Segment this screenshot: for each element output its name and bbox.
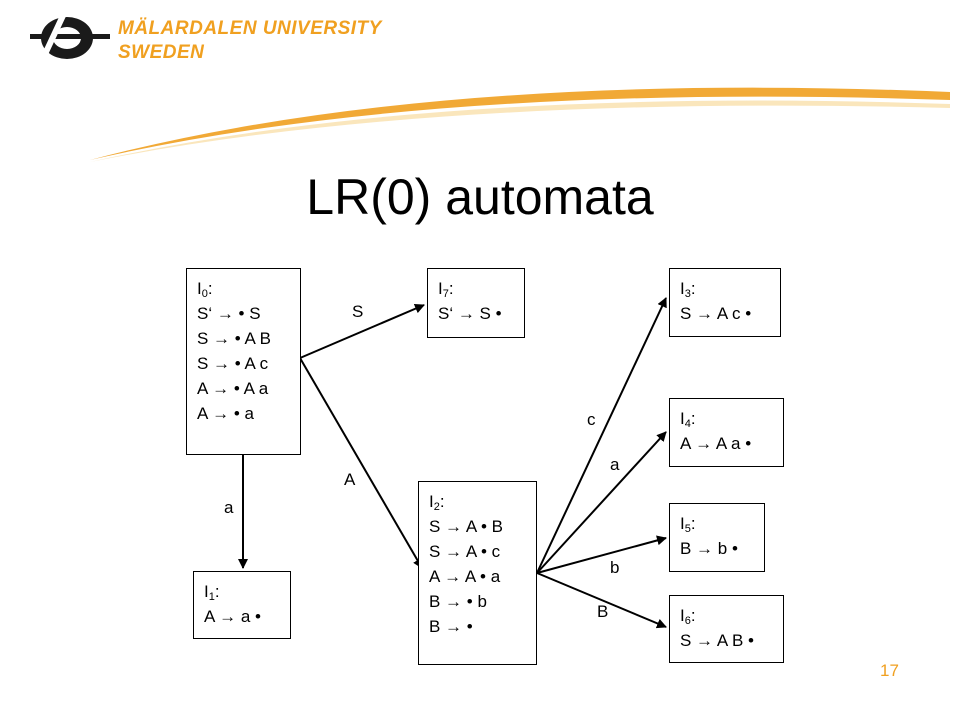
state-i5: I5: B → b •	[669, 503, 765, 572]
item: S → A B •	[680, 631, 754, 650]
state-title: I3:	[680, 279, 696, 300]
university-country: SWEDEN	[118, 42, 205, 63]
state-i0: I0: S‘ → • S S → • A B S → • A c A → • A…	[186, 268, 301, 455]
state-i4: I4: A → A a •	[669, 398, 784, 467]
edge-i2-i3	[536, 297, 667, 574]
item: S → • A c	[197, 354, 269, 373]
item: S → • A B	[197, 329, 271, 348]
university-logo	[30, 13, 950, 162]
item: S‘ → S •	[438, 304, 502, 323]
edge-label-a-i1: a	[224, 498, 234, 517]
item: B → • b	[429, 592, 487, 611]
item: S → A • B	[429, 517, 503, 536]
university-name: MÄLARDALEN UNIVERSITY	[118, 18, 382, 39]
state-i7: I7: S‘ → S •	[427, 268, 525, 338]
edge-i0-i7	[299, 303, 425, 359]
header-swoosh	[90, 87, 950, 160]
logo-mark-icon	[30, 13, 110, 61]
item: S → A • c	[429, 542, 501, 561]
state-i1: I1: A → a •	[193, 571, 291, 639]
slide-title: LR(0) automata	[306, 169, 654, 225]
edge-label-b: b	[610, 558, 620, 577]
state-title: I4:	[680, 409, 696, 430]
state-i2: I2: S → A • B S → A • c A → A • a B → • …	[418, 481, 537, 665]
item: B → b •	[680, 539, 738, 558]
edge-label-a-i4: a	[610, 455, 620, 474]
edge-label-B: B	[597, 602, 609, 621]
edge-i2-i5	[536, 535, 667, 574]
edge-i0-i2	[299, 357, 423, 569]
edge-i2-i4	[536, 431, 667, 574]
state-title: I7:	[438, 279, 454, 300]
item: A → A • a	[429, 567, 501, 586]
state-title: I2:	[429, 492, 445, 513]
state-title: I0:	[197, 279, 213, 300]
edge-label-c: c	[587, 410, 596, 429]
item: S → A c •	[680, 304, 752, 323]
state-i3: I3: S → A c •	[669, 268, 781, 337]
item: A → • A a	[197, 379, 269, 398]
item: S‘ → • S	[197, 304, 261, 323]
edge-label-s: S	[352, 302, 364, 321]
item: A → A a •	[680, 434, 752, 453]
state-title: I6:	[680, 606, 696, 627]
item: B → •	[429, 617, 473, 636]
state-title: I5:	[680, 514, 696, 535]
item: A → a •	[204, 607, 261, 626]
edge-label-A: A	[344, 470, 356, 489]
state-title: I1:	[204, 582, 220, 603]
item: A → • a	[197, 404, 254, 423]
header: MÄLARDALEN UNIVERSITY SWEDEN	[0, 0, 960, 170]
state-i6: I6: S → A B •	[669, 595, 784, 663]
edge-i2-i6	[536, 572, 667, 629]
page-number: 17	[880, 661, 899, 680]
header-swoosh-shadow	[90, 100, 950, 162]
